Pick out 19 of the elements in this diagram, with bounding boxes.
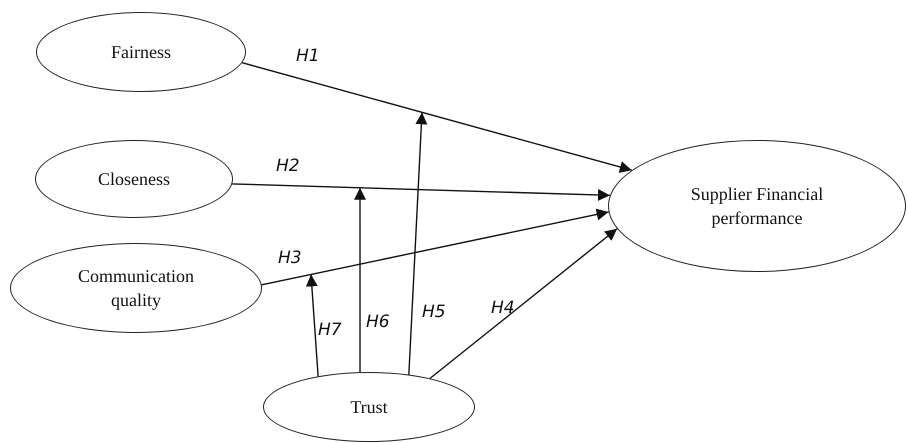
- construct-label: Closeness: [98, 168, 170, 191]
- edge-label: H1: [296, 46, 320, 66]
- construct-label: Trust: [350, 396, 388, 419]
- construct-label: Communication quality: [77, 265, 195, 312]
- edge-label: H6: [366, 312, 390, 332]
- edge-label: H4: [491, 298, 515, 318]
- arrow: [242, 62, 632, 173]
- arrow: [430, 228, 618, 379]
- construct-label: Supplier Financial performance: [690, 183, 824, 230]
- arrow: [232, 183, 610, 201]
- edge-label: H2: [276, 156, 300, 176]
- arrow: [354, 188, 366, 372]
- edge-label: H7: [318, 320, 342, 340]
- edge-label: H3: [278, 248, 302, 268]
- arrow: [408, 112, 428, 375]
- edge-label: H5: [422, 302, 446, 322]
- arrow: [262, 208, 609, 286]
- construct-label: Fairness: [111, 41, 171, 64]
- arrow: [306, 274, 319, 376]
